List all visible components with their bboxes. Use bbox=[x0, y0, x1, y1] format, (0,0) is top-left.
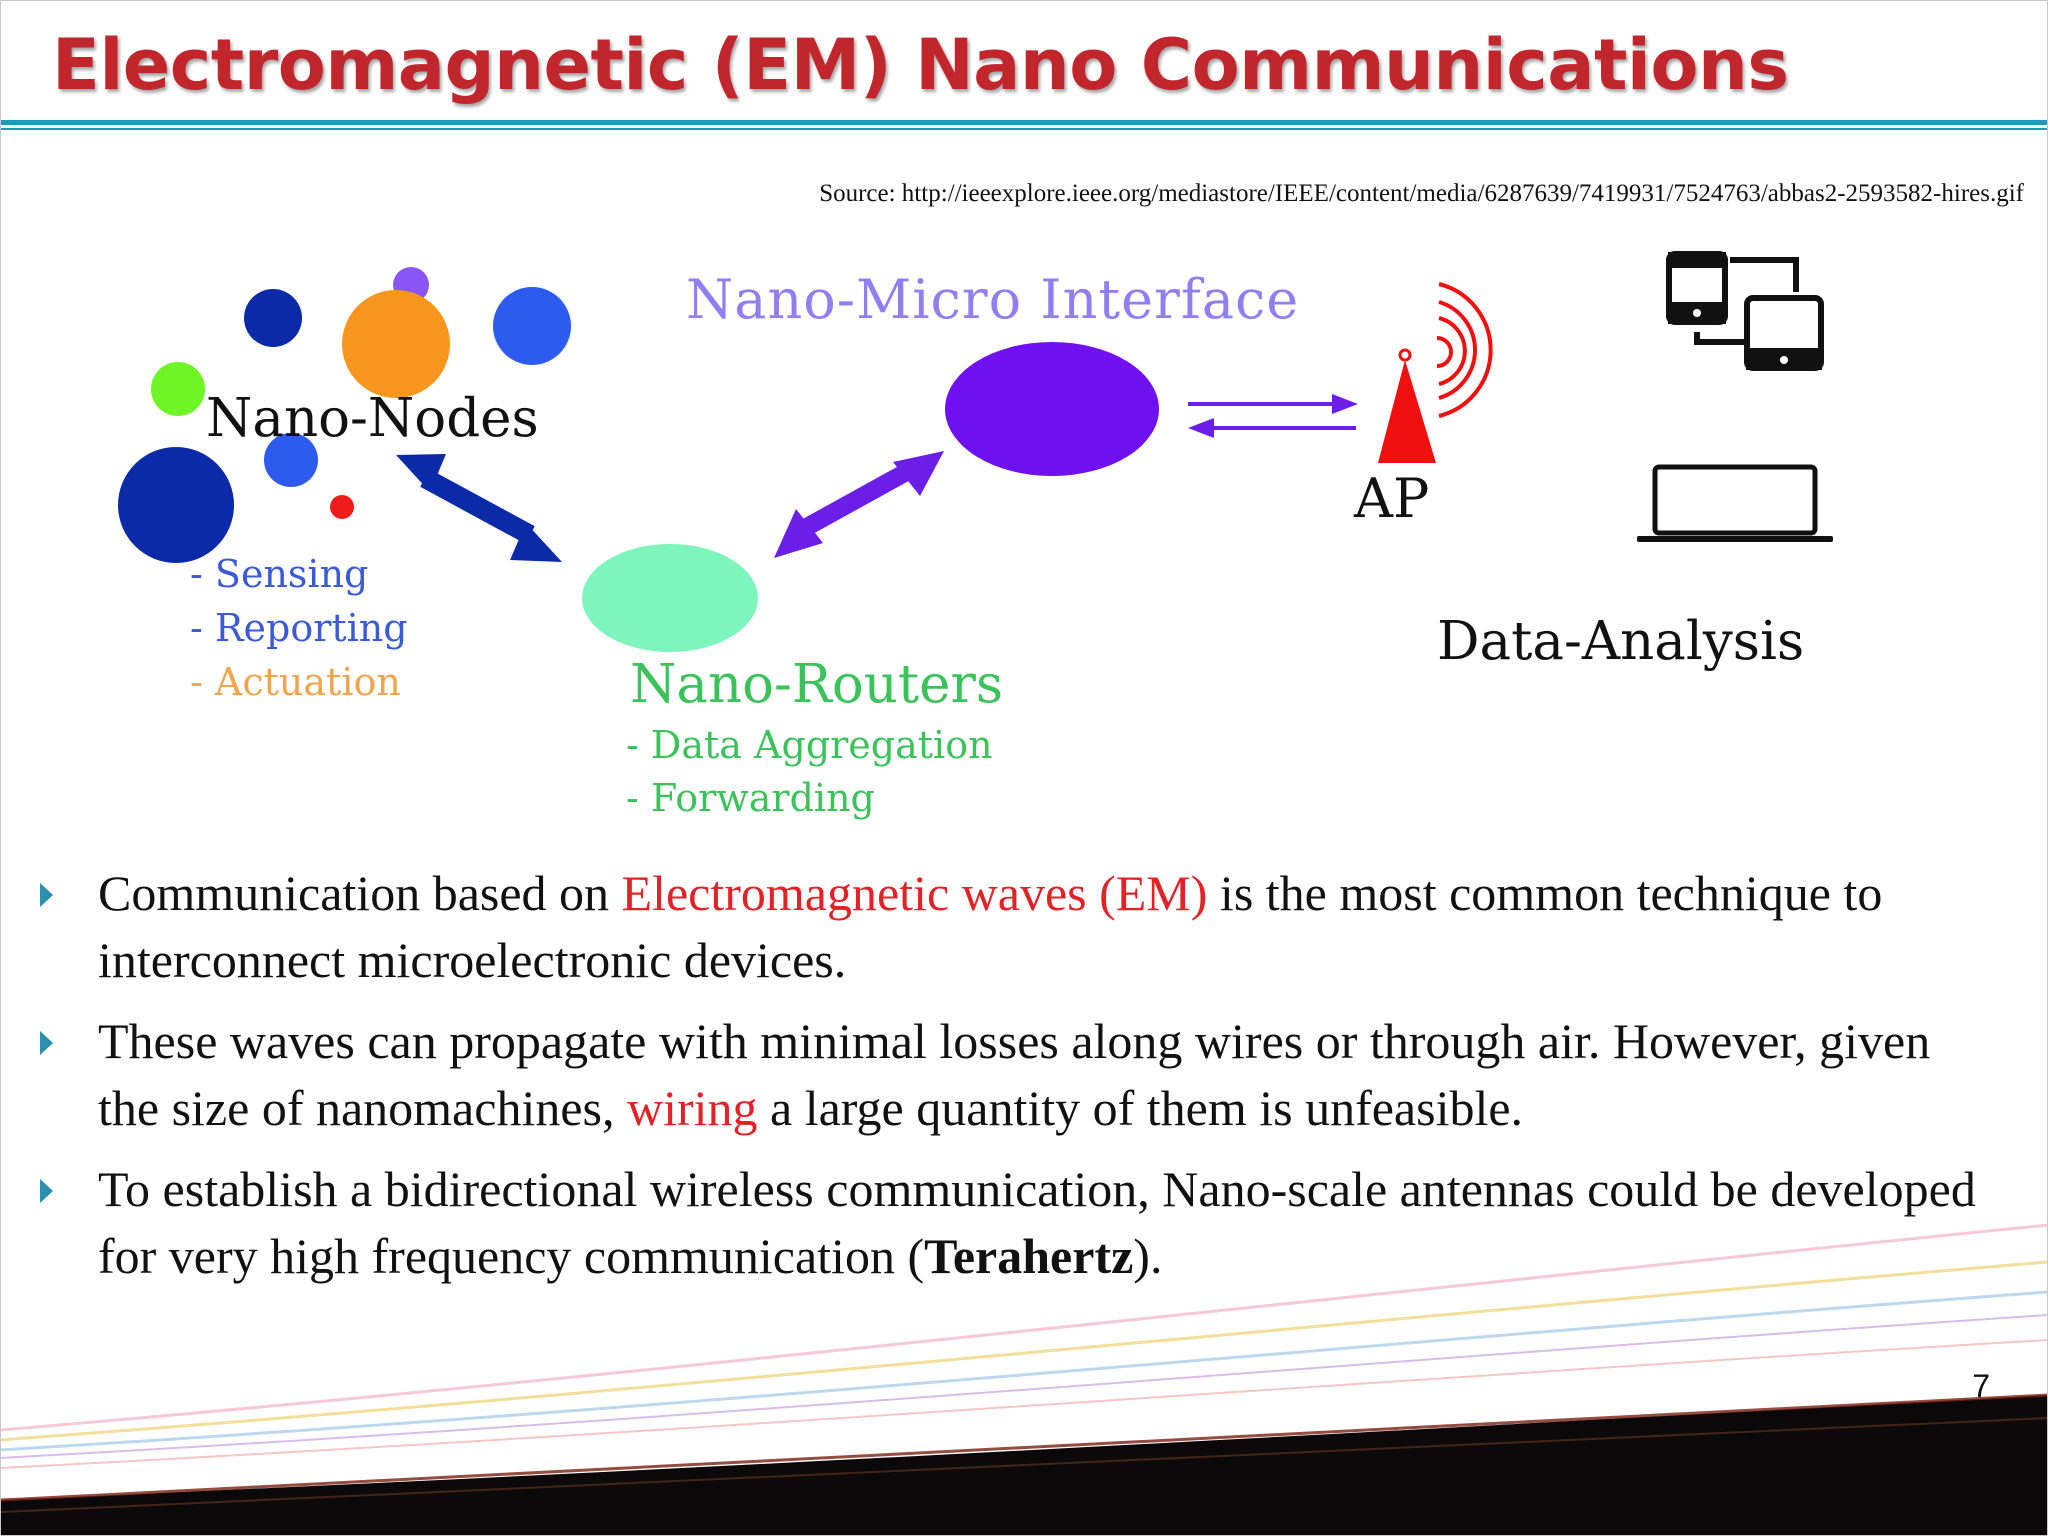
interface-ap-arrows bbox=[1188, 394, 1358, 438]
title-rule bbox=[0, 120, 2048, 125]
access-point-antenna-icon bbox=[1378, 282, 1493, 463]
nano-node-red bbox=[330, 495, 354, 519]
bullet-1-text-end: is the most common technique to intercon… bbox=[98, 865, 1883, 988]
nano-node-blue bbox=[493, 287, 571, 365]
nano-node-green bbox=[151, 362, 205, 416]
bullet-list: Communication based on Electromagnetic w… bbox=[40, 860, 2000, 1304]
page-number: 7 bbox=[1972, 1368, 1990, 1404]
nano-nodes-label: Nano-Nodes bbox=[206, 388, 539, 449]
nano-nodes-item-reporting: - Reporting bbox=[190, 606, 408, 650]
bullet-marker-icon bbox=[40, 1179, 53, 1203]
nano-routers-item-forwarding: - Forwarding bbox=[626, 776, 875, 820]
bullet-1-text: Communication based on bbox=[98, 865, 622, 921]
bullet-2-text: These waves can propagate with minimal l… bbox=[98, 1013, 1931, 1136]
bullet-item-2: These waves can propagate with minimal l… bbox=[40, 1008, 2000, 1142]
nano-router-node bbox=[582, 544, 758, 652]
nodes-router-arrow bbox=[396, 454, 562, 562]
nano-node-navy-small bbox=[244, 289, 302, 347]
nano-nodes-item-sensing: - Sensing bbox=[190, 552, 368, 596]
router-interface-arrow bbox=[774, 451, 944, 558]
bullet-item-1: Communication based on Electromagnetic w… bbox=[40, 860, 2000, 994]
bullet-3-text-end: ). bbox=[1133, 1228, 1163, 1284]
title-rule-thin bbox=[0, 128, 2048, 130]
nano-routers-label: Nano-Routers bbox=[630, 654, 1003, 715]
slide-title: Electromagnetic (EM) Nano Communications bbox=[52, 24, 1789, 106]
bullet-1-highlight: Electromagnetic waves (EM) bbox=[621, 865, 1208, 921]
bullet-item-3: To establish a bidirectional wireless co… bbox=[40, 1156, 2000, 1290]
nano-node-navy-large bbox=[118, 447, 234, 563]
bullet-2-text-end: a large quantity of them is unfeasible. bbox=[757, 1080, 1524, 1136]
nano-node-orange bbox=[342, 290, 450, 398]
nano-nodes-item-actuation: - Actuation bbox=[190, 660, 401, 704]
interface-label: Nano-Micro Interface bbox=[686, 268, 1299, 331]
nano-routers-item-aggregation: - Data Aggregation bbox=[626, 723, 993, 767]
bullet-3-bold: Terahertz bbox=[924, 1228, 1134, 1284]
laptop-icon bbox=[1637, 464, 1833, 542]
source-citation: Source: http://ieeexplore.ieee.org/media… bbox=[819, 180, 2024, 207]
nano-node-blue-small bbox=[264, 433, 318, 487]
ap-label: AP bbox=[1353, 467, 1429, 530]
bullet-marker-icon bbox=[40, 1031, 53, 1055]
nano-micro-interface-node bbox=[945, 342, 1159, 476]
bullet-2-highlight: wiring bbox=[626, 1080, 758, 1136]
bullet-marker-icon bbox=[40, 883, 53, 907]
mobile-devices-icon bbox=[1666, 251, 1824, 371]
nano-network-diagram: Nano-Nodes - Sensing - Reporting - Actua… bbox=[118, 251, 1833, 820]
data-analysis-label: Data-Analysis bbox=[1437, 611, 1804, 672]
